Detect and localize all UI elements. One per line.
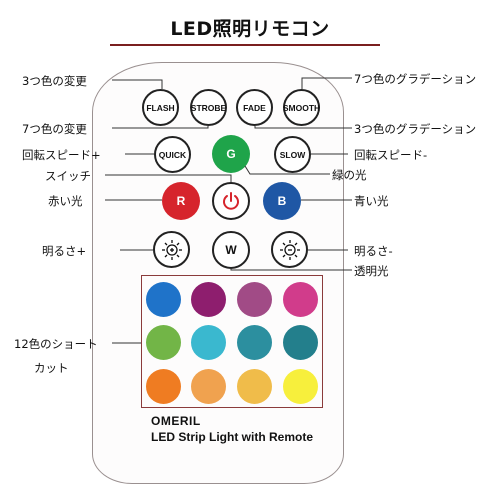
label-seven-color-gradation: 7つ色のグラデーション	[354, 72, 477, 86]
label-switch: スイッチ	[45, 169, 91, 183]
label-blue-light: 青い光	[354, 194, 389, 208]
smooth-button[interactable]: SMOOTH	[283, 89, 320, 126]
label-transparent-light: 透明光	[354, 264, 389, 278]
label-shortcut-line1: 12色のショート	[14, 337, 98, 351]
color-swatch[interactable]	[146, 325, 181, 360]
fade-button[interactable]: FADE	[236, 89, 273, 126]
label-shortcut-line2: カット	[34, 361, 69, 375]
brightness-up-icon	[161, 239, 182, 260]
color-swatch[interactable]	[283, 369, 318, 404]
brightness-up-button[interactable]	[153, 231, 190, 268]
strobe-button[interactable]: STROBE	[190, 89, 227, 126]
color-swatch[interactable]	[146, 369, 181, 404]
page-title: LED照明リモコン	[170, 18, 330, 40]
red-button[interactable]: R	[162, 182, 200, 220]
color-shortcut-panel	[141, 275, 323, 408]
color-swatch[interactable]	[237, 325, 272, 360]
label-speed-up: 回転スピード+	[22, 148, 101, 162]
label-three-color-change: 3つ色の変更	[22, 74, 87, 88]
color-swatch[interactable]	[191, 325, 226, 360]
color-swatch[interactable]	[146, 282, 181, 317]
blue-button[interactable]: B	[263, 182, 301, 220]
color-swatch[interactable]	[191, 282, 226, 317]
label-brightness-down: 明るさ-	[354, 244, 393, 258]
label-three-color-gradation: 3つ色のグラデーション	[354, 122, 477, 136]
quick-button[interactable]: QUICK	[154, 136, 191, 173]
power-icon	[223, 192, 239, 210]
power-button[interactable]	[212, 182, 250, 220]
title-underline	[110, 44, 380, 46]
label-speed-down: 回転スピード-	[354, 148, 428, 162]
color-swatch[interactable]	[283, 282, 318, 317]
color-swatch[interactable]	[283, 325, 318, 360]
brightness-down-icon	[279, 239, 300, 260]
white-button[interactable]: W	[212, 231, 250, 269]
label-brightness-up: 明るさ+	[42, 244, 87, 258]
green-button[interactable]: G	[212, 135, 250, 173]
brand-name: OMERIL	[151, 414, 201, 428]
color-swatch[interactable]	[237, 369, 272, 404]
flash-button[interactable]: FLASH	[142, 89, 179, 126]
label-red-light: 赤い光	[48, 194, 83, 208]
color-swatch[interactable]	[237, 282, 272, 317]
slow-button[interactable]: SLOW	[274, 136, 311, 173]
remote-body	[92, 62, 344, 484]
label-green-light: 緑の光	[332, 168, 367, 182]
brightness-down-button[interactable]	[271, 231, 308, 268]
product-tagline: LED Strip Light with Remote	[151, 430, 313, 444]
label-seven-color-change: 7つ色の変更	[22, 122, 87, 136]
color-swatch[interactable]	[191, 369, 226, 404]
